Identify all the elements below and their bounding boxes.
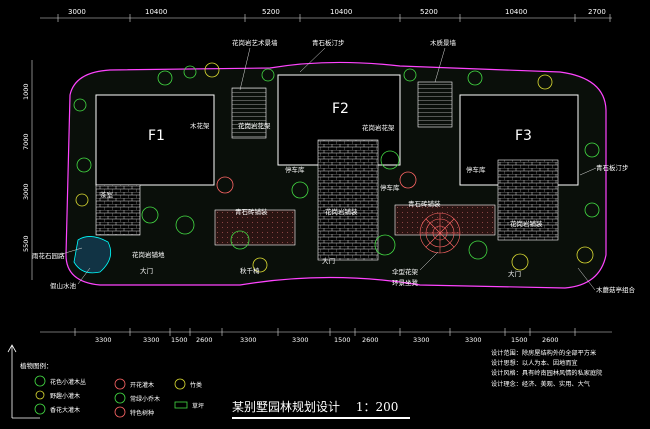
dim-top-5: 5200 xyxy=(420,8,438,16)
dim-top-2: 10400 xyxy=(145,8,167,16)
buildings xyxy=(95,74,579,186)
dim-left-1: 1000 xyxy=(22,83,30,100)
building-f3-label: F3 xyxy=(515,128,532,144)
legend-title: 植物图例： xyxy=(20,362,53,370)
dim-left-3: 3000 xyxy=(22,183,30,200)
label-garage-2: 停车库 xyxy=(380,183,400,192)
legend-item-2: 野趣小灌木 xyxy=(50,392,80,400)
note-concept: 设计理念：经济、美观、实用、大气 xyxy=(491,380,590,388)
legend-item-4: 开花灌木 xyxy=(130,381,154,389)
label-umbrella-trellis: 伞型花架 xyxy=(392,267,419,276)
dim-top-3: 5200 xyxy=(262,8,280,16)
building-f2-label: F2 xyxy=(332,101,349,117)
note-scope: 设计范围：除房屋结构外的全部平方米 xyxy=(491,350,597,357)
label-rockery-pond: 假山水池 xyxy=(50,281,77,290)
legend-item-5: 常绿小乔木 xyxy=(130,395,160,403)
label-granite-paving: 花岗岩铺地 xyxy=(132,250,165,259)
dimension-lines xyxy=(31,14,612,333)
north-arrow xyxy=(7,344,40,419)
note-idea: 设计思想：以人为本、因地而宜 xyxy=(491,360,578,368)
building-f1-label: F1 xyxy=(148,128,165,144)
paving-tearoom xyxy=(95,184,141,236)
legend-labels: 花色小灌木丛 野趣小灌木 香花大灌木 开花灌木 常绿小乔木 特色树种 竹类 草坪 xyxy=(50,378,204,417)
label-wood-wall: 木质景墙 xyxy=(430,38,457,47)
label-mushroom-pavilion: 木蘑菇亭组合 xyxy=(596,285,636,294)
dim-bottom-3: 1500 xyxy=(171,336,188,344)
dim-left-4: 5500 xyxy=(22,235,30,252)
label-granite-paving-3: 花岗岩铺装 xyxy=(510,219,543,228)
label-gate-3: 大门 xyxy=(508,269,521,278)
dim-bottom-7: 1500 xyxy=(334,336,351,344)
label-wood-trellis: 木花架 xyxy=(190,121,210,130)
stairs-left xyxy=(231,87,267,139)
label-swing-chair: 秋千椅 xyxy=(240,266,260,275)
design-notes: 设计范围：除房屋结构外的全部平方米 设计思想：以人为本、因地而宜 设计风格：具有… xyxy=(491,349,602,390)
drawing-title: 某别墅园林规划设计 1：200 xyxy=(232,398,411,419)
label-stepping-stone-right: 青石板汀步 xyxy=(596,163,629,172)
left-dimension-text: 1000 7000 3000 5500 xyxy=(22,83,30,252)
label-bluestone-paving-1: 青石砖铺装 xyxy=(235,207,268,216)
legend-symbols xyxy=(34,375,188,418)
bottom-dimension-text: 3300 3300 1500 2600 3300 3300 1500 2600 … xyxy=(95,336,559,344)
paving-right xyxy=(497,159,559,241)
label-bluestone-paving-2: 青石砖铺装 xyxy=(408,199,441,208)
leader-lines xyxy=(61,47,597,291)
dim-bottom-2: 3300 xyxy=(143,336,160,344)
dim-bottom-6: 3300 xyxy=(292,336,309,344)
umbrella-pergola xyxy=(419,212,461,254)
annotation-labels: 花岗岩艺术景墙 青石板汀步 木质景墙 木花架 花岗岩花架 花岗岩花架 停车库 停… xyxy=(32,38,636,294)
dim-bottom-4: 2600 xyxy=(196,336,213,344)
dim-bottom-1: 3300 xyxy=(95,336,112,344)
legend-item-7: 竹类 xyxy=(190,381,202,389)
label-granite-wall: 花岗岩艺术景墙 xyxy=(232,38,278,47)
dim-top-6: 10400 xyxy=(505,8,527,16)
dim-left-2: 7000 xyxy=(22,133,30,150)
paving-left-walk xyxy=(214,209,296,246)
label-garage-3: 停车库 xyxy=(466,165,486,174)
dim-top-1: 3000 xyxy=(68,8,86,16)
legend-item-3: 香花大灌木 xyxy=(50,406,80,414)
dim-top-7: 2700 xyxy=(588,8,606,16)
dim-bottom-9: 3300 xyxy=(413,336,430,344)
dim-bottom-11: 1500 xyxy=(511,336,528,344)
legend-item-1: 花色小灌木丛 xyxy=(50,378,86,386)
label-granite-paving-2: 花岗岩铺装 xyxy=(325,207,358,216)
dim-bottom-12: 2600 xyxy=(542,336,559,344)
paving-center xyxy=(317,139,379,261)
label-pebble-path: 雨花石园路 xyxy=(32,251,65,260)
bottom-dimension-ticks xyxy=(74,328,576,336)
label-stepping-stone-top: 青石板汀步 xyxy=(312,38,345,47)
legend-item-6: 特色树种 xyxy=(130,409,154,417)
planting xyxy=(73,62,600,273)
dim-top-4: 10400 xyxy=(330,8,352,16)
drawing-title-scale: 1：200 xyxy=(355,400,399,414)
note-style: 设计风格：具有岭南园林风情的私家庭院 xyxy=(491,370,603,378)
label-granite-trellis-1: 花岗岩花架 xyxy=(238,121,271,130)
label-granite-trellis-2: 花岗岩花架 xyxy=(362,123,395,132)
dim-bottom-10: 3300 xyxy=(465,336,482,344)
stairs-right xyxy=(417,81,453,128)
building-f1 xyxy=(95,94,215,186)
label-ring-bench: 环景坐凳 xyxy=(392,278,419,287)
top-dimension-text: 3000 10400 5200 10400 5200 10400 2700 xyxy=(68,8,606,16)
label-tea-room: 茶室 xyxy=(100,190,114,199)
dim-bottom-8: 2600 xyxy=(362,336,379,344)
drawing-title-name: 某别墅园林规划设计 xyxy=(232,400,341,414)
label-garage-1: 停车库 xyxy=(285,165,305,174)
legend-item-8: 草坪 xyxy=(192,402,204,410)
rockery-pond xyxy=(73,236,112,274)
dim-bottom-5: 3300 xyxy=(240,336,257,344)
label-gate-1: 大门 xyxy=(140,266,153,275)
label-gate-2: 大门 xyxy=(322,256,335,265)
